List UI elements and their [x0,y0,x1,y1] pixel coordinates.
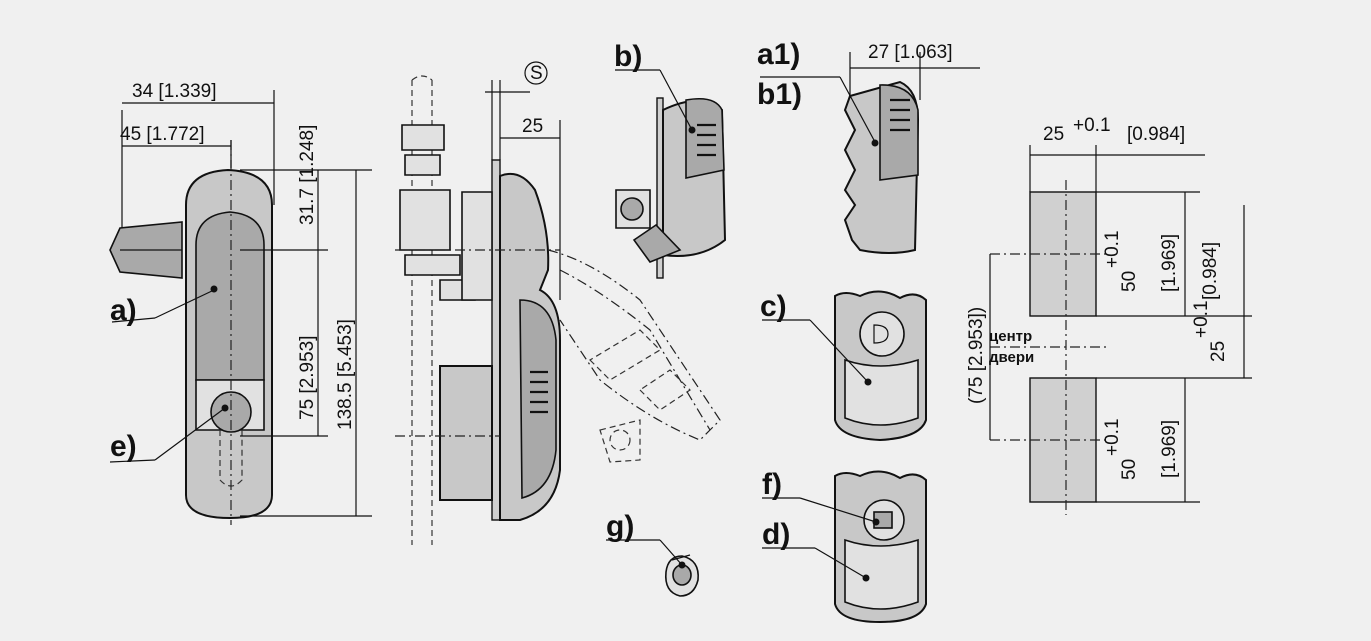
dim-75: 75 [2.953] [297,335,318,420]
label-d: d) [762,518,790,551]
dim-c50b-tol: +0.1 [1102,418,1123,456]
view-d-handle [762,470,927,624]
label-a1: a1) [757,38,800,71]
s-symbol-circle [524,61,548,85]
dim-c50a-tol: +0.1 [1102,230,1123,268]
dim-c50a-in: [1.969] [1159,234,1180,292]
label-b: b) [614,40,642,73]
view-c-handle [762,290,927,442]
door-plate [491,159,501,521]
center-label-line2: двери [989,349,1034,366]
dim-s: S [530,63,543,84]
center-label-line1: центр [989,328,1032,345]
dim-34: 34 [1.339] [132,81,217,102]
dim-c25: 25 [1043,124,1064,145]
label-b1: b1) [757,78,802,111]
label-g: g) [606,510,634,543]
dim-27: 27 [1.063] [868,42,953,63]
label-a: a) [110,294,137,327]
view-g-tool [606,539,699,597]
leader-e [154,407,226,461]
dim-138-5: 138.5 [5.453] [335,319,356,430]
dim-v25-in: [0.984] [1200,242,1221,300]
lock-cylinder-circle [210,391,252,433]
label-e: e) [110,430,137,463]
view-b-ribs [697,123,716,157]
door-cutout-drawing [989,145,1252,515]
dim-31-7: 31.7 [1.248] [297,125,318,225]
rear-housing [439,365,493,501]
label-c: c) [760,290,787,323]
dim-v25-tol: +0.1 [1191,300,1212,338]
view-a1-ribs [890,98,910,132]
dim-c75: (75 [2.953]) [966,307,987,404]
dim-c50b: 50 [1119,459,1140,480]
handle-grip [195,211,265,381]
grip-ribs [530,370,548,414]
view-b-handle [615,69,727,279]
key-head [401,124,445,151]
dim-c25-in: [0.984] [1127,124,1185,145]
dim-v25: 25 [1208,341,1229,362]
leader-a [154,289,215,319]
view-a1-b1-handle [760,52,980,254]
front-view-handle [109,90,372,525]
side-view-handle [395,61,721,545]
dim-c50b-in: [1.969] [1159,420,1180,478]
dim-25-side: 25 [522,116,543,137]
label-f: f) [762,468,782,501]
dim-c50a: 50 [1119,271,1140,292]
dim-45: 45 [1.772] [120,124,205,145]
dim-c25-tol: +0.1 [1073,115,1111,136]
